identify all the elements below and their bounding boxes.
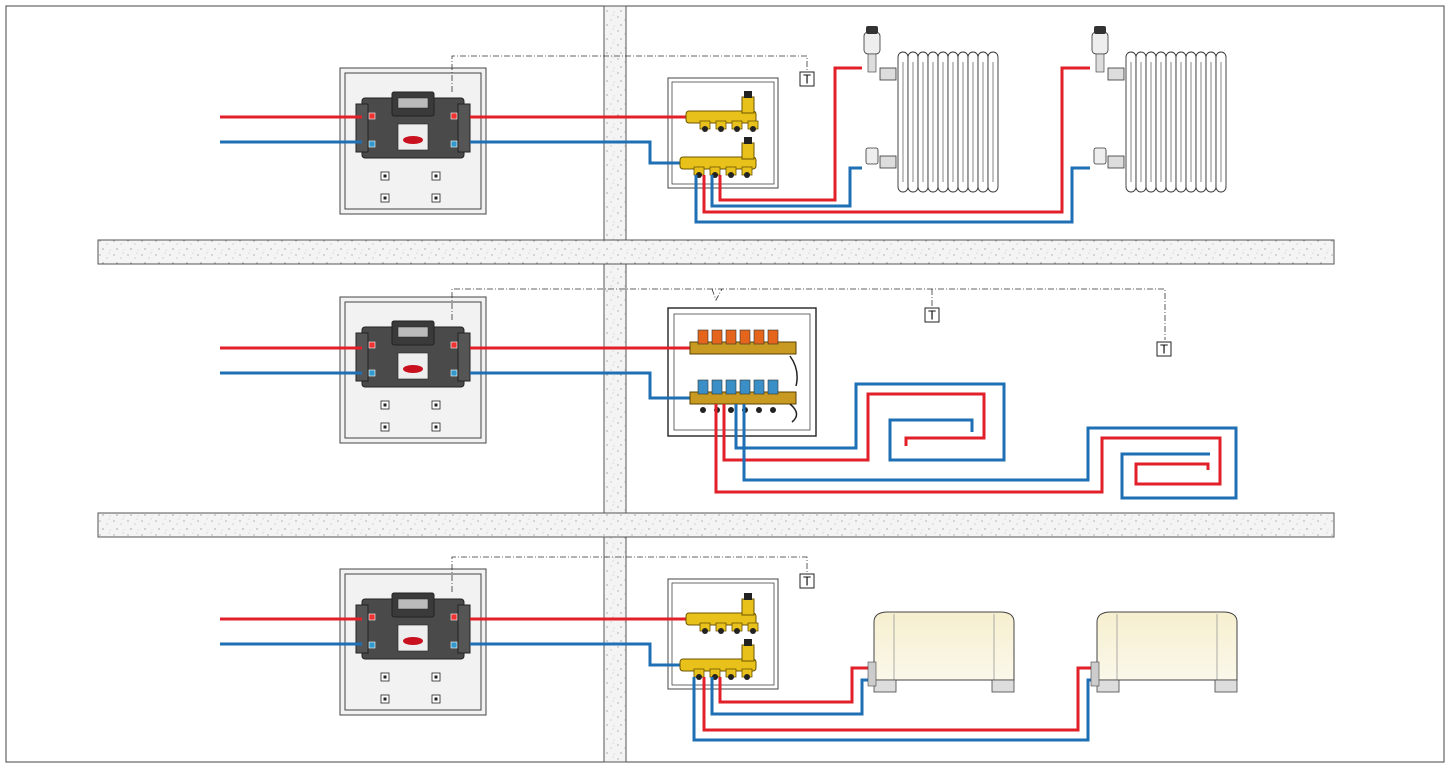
return-pipe xyxy=(470,140,682,165)
manifold-cabinet xyxy=(667,578,779,690)
lockshield-valve xyxy=(1107,155,1125,169)
brass-manifold xyxy=(685,91,759,132)
thermostatic-head-icon xyxy=(863,31,881,55)
brass-manifold xyxy=(679,137,757,178)
heat-interface-unit xyxy=(339,67,487,215)
floor-loop-2-supply xyxy=(714,404,1222,494)
floor-slab-1 xyxy=(97,239,1335,265)
thermostat-label: T xyxy=(802,73,811,87)
brand-logo xyxy=(403,136,423,144)
front-label xyxy=(397,123,429,151)
thermostat-label: T xyxy=(802,575,811,589)
row-underfloor-system: TT xyxy=(220,288,1238,500)
manifold-cabinet xyxy=(667,77,779,189)
brand-logo xyxy=(403,637,423,645)
radiator xyxy=(863,26,999,193)
supply-branch-1 xyxy=(718,666,872,704)
air-vent xyxy=(741,644,755,662)
front-label xyxy=(397,352,429,380)
fan-coil-foot xyxy=(873,679,897,693)
row-fan-coil-system: T xyxy=(220,556,1238,742)
thermostat-label: T xyxy=(927,309,936,323)
return-branch-1 xyxy=(710,166,862,208)
flow-meter xyxy=(711,329,723,345)
display-screen xyxy=(397,326,429,338)
vertical-wall xyxy=(603,5,627,763)
air-vent xyxy=(741,142,755,160)
lockshield-valve xyxy=(879,155,897,169)
floor-loop-1-return xyxy=(734,382,1006,462)
thermostat-label: T xyxy=(1159,343,1168,357)
thermostat-icon: T xyxy=(1156,341,1172,357)
actuator-valve xyxy=(739,379,751,395)
return-branch-2 xyxy=(692,677,1096,742)
row-radiator-system: T xyxy=(220,26,1227,224)
thermostatic-head-icon xyxy=(1091,31,1109,55)
return-pipe xyxy=(470,642,682,667)
floor-slab-2 xyxy=(97,512,1335,538)
radiator-valve xyxy=(1107,67,1125,81)
flow-meter xyxy=(739,329,751,345)
actuator-valve xyxy=(711,379,723,395)
thermostat-icon: T xyxy=(799,573,815,589)
thermostat-icon: T xyxy=(924,307,940,323)
supply-branch-2 xyxy=(702,666,1096,732)
return-branch-2 xyxy=(694,166,1090,224)
frame-border xyxy=(5,5,1445,763)
flow-meter xyxy=(725,329,737,345)
radiator xyxy=(1091,26,1227,193)
floor-loop-1-supply xyxy=(722,392,986,462)
flow-meter xyxy=(697,329,709,345)
display-screen xyxy=(397,97,429,109)
thermostat-wire xyxy=(711,288,723,301)
supply-branch-1 xyxy=(718,66,862,202)
brass-manifold xyxy=(679,639,757,680)
return-branch-1 xyxy=(710,677,872,716)
thermostat-icon: T xyxy=(799,71,815,87)
fan-coil-foot xyxy=(991,679,1015,693)
fan-coil-foot xyxy=(1214,679,1238,693)
actuator-valve xyxy=(767,379,779,395)
fan-coil-unit xyxy=(867,611,1015,693)
return-pipe xyxy=(470,371,692,400)
floor-loop-2-return xyxy=(742,404,1238,500)
actuator-valve xyxy=(725,379,737,395)
manifold-cabinet xyxy=(667,307,817,437)
thermostat-wire xyxy=(451,556,808,592)
flow-meter xyxy=(753,329,765,345)
air-vent xyxy=(741,598,755,616)
supply-branch-2 xyxy=(702,66,1090,214)
brass-manifold xyxy=(685,593,759,634)
actuator-valve xyxy=(753,379,765,395)
actuator-valve xyxy=(697,379,709,395)
thermostat-wire xyxy=(451,55,808,92)
thermostat-wire xyxy=(451,288,1166,340)
fan-coil-foot xyxy=(1096,679,1120,693)
fan-coil-unit xyxy=(1090,611,1238,693)
flow-meter xyxy=(767,329,779,345)
control-cable xyxy=(789,355,798,387)
heat-interface-unit xyxy=(339,568,487,716)
brand-logo xyxy=(403,365,423,373)
air-vent xyxy=(741,96,755,114)
radiator-valve xyxy=(879,67,897,81)
display-screen xyxy=(397,598,429,610)
heat-interface-unit xyxy=(339,296,487,444)
